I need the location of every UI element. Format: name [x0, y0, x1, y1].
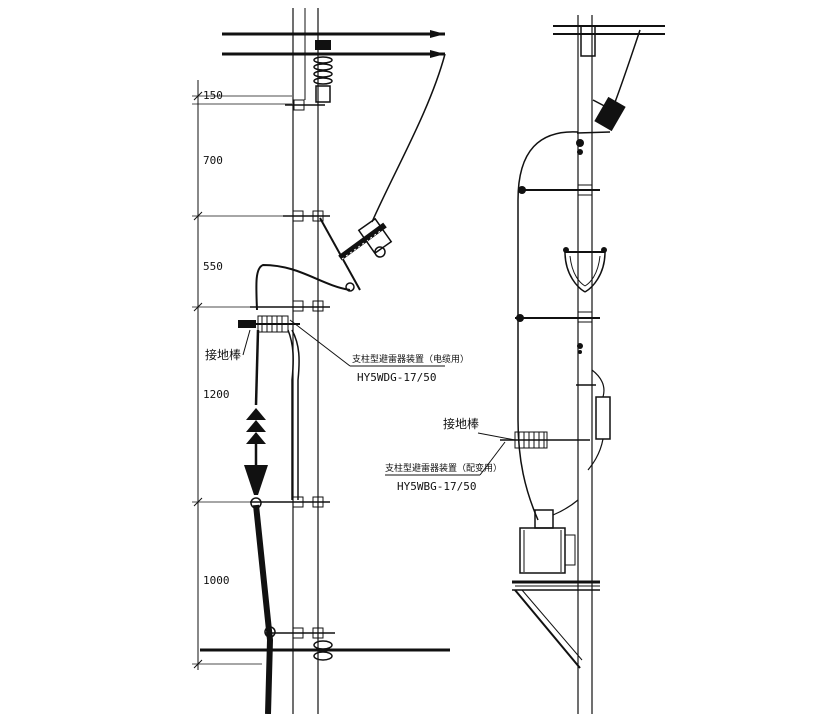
right-crossarm-2 — [515, 311, 600, 323]
left-device-leader — [289, 319, 351, 367]
dim-550: 550 — [203, 260, 223, 273]
left-lead-cable — [255, 263, 351, 311]
left-bracket-5 — [265, 627, 335, 661]
dropout-fuse-icon — [319, 53, 446, 292]
right-device-model: HY5WBG-17/50 — [397, 480, 476, 493]
top-insulator-icon — [313, 40, 333, 103]
cable-terminator-icon — [244, 408, 268, 509]
left-device-model: HY5WDG-17/50 — [357, 371, 436, 384]
left-ground-label: 接地棒 — [205, 347, 241, 362]
right-small-fitting — [576, 343, 596, 386]
transformer-platform — [512, 580, 600, 669]
dim-1000: 1000 — [203, 574, 230, 587]
right-lead-loop — [517, 131, 579, 521]
right-fuse-icon — [576, 29, 641, 155]
right-pole-drawing: 接地棒 支柱型避雷器装置（配变用） HY5WBG-17/50 — [385, 15, 665, 714]
dim-1200: 1200 — [203, 388, 230, 401]
left-bracket-3 — [250, 300, 330, 312]
right-box-icon — [595, 396, 611, 440]
transformer-icon — [519, 499, 579, 574]
right-device-label: 支柱型避雷器装置（配变用） — [385, 462, 502, 474]
left-dimension-line — [192, 80, 292, 670]
right-top-insulator-icon — [580, 25, 596, 57]
left-pole-drawing: 150 700 550 1200 1000 接地棒 支柱型避雷器装置（电缆用） … — [192, 8, 469, 714]
left-cable-clamp — [264, 626, 276, 638]
right-crossarm-1 — [518, 184, 600, 196]
left-cable-pole-side-2 — [287, 329, 294, 500]
left-arrester-icon — [238, 315, 300, 333]
left-underground-cable — [253, 504, 274, 714]
left-device-label: 支柱型避雷器装置（电缆用） — [352, 353, 469, 365]
dim-150: 150 — [203, 89, 223, 102]
right-device-leader — [479, 441, 506, 476]
left-cable-down — [254, 329, 260, 406]
right-box-lead — [591, 369, 605, 398]
left-cable-pole-side — [291, 329, 300, 500]
right-ground-leader — [477, 432, 516, 441]
left-conductor-end-2 — [430, 50, 445, 58]
left-ground-leader — [242, 329, 251, 356]
right-box-lead-2 — [587, 438, 604, 471]
dim-700: 700 — [203, 154, 223, 167]
left-conductor-end-1 — [430, 30, 445, 38]
left-bracket-1 — [285, 99, 325, 111]
right-hanger-icon — [563, 247, 607, 293]
right-ground-label: 接地棒 — [443, 416, 479, 431]
